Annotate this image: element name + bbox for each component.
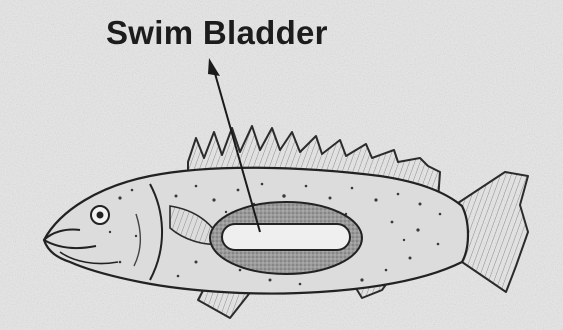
swim-bladder <box>210 202 362 274</box>
swim-bladder-label: Swim Bladder <box>106 14 328 52</box>
